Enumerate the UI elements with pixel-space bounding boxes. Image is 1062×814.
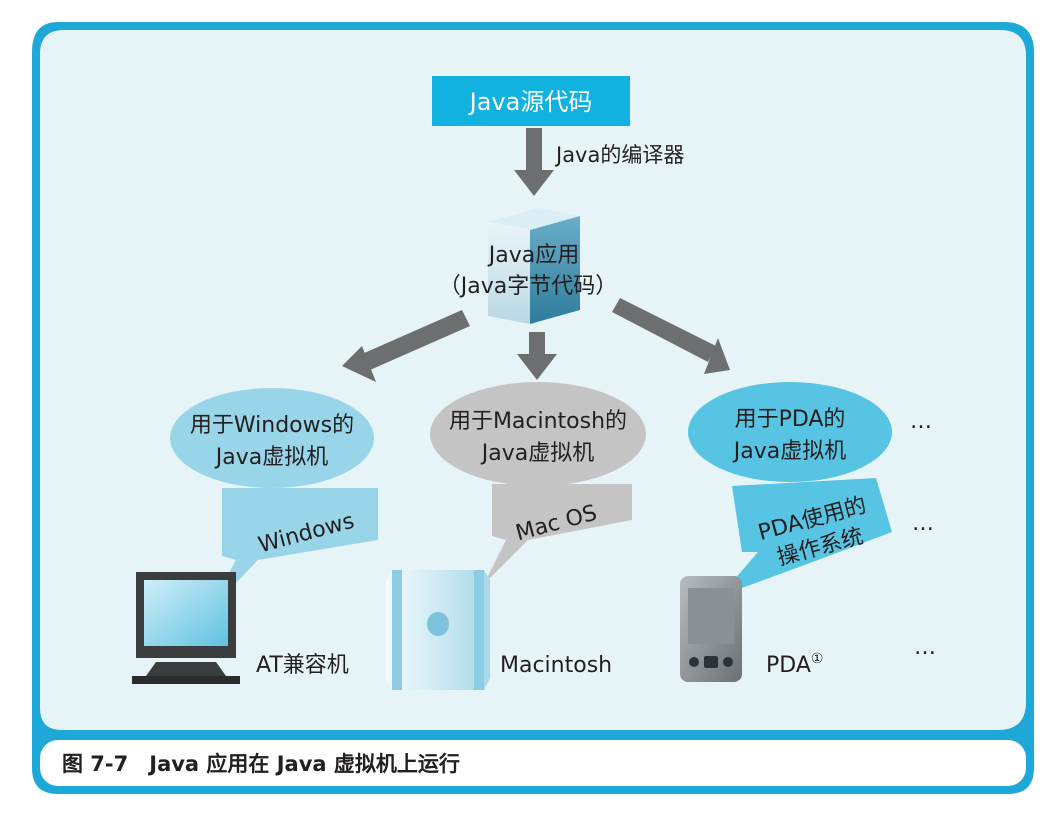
- branch-arrow-left: [342, 310, 470, 382]
- branch-arrow-center: [517, 332, 557, 380]
- ellipsis-vm: …: [910, 409, 932, 434]
- app-label-line2: （Java字节代码）: [439, 274, 617, 299]
- caption-bar: [40, 740, 1026, 786]
- pda-vm-line2: Java虚拟机: [732, 439, 846, 464]
- pda-os-callout: PDA使用的 操作系统: [720, 478, 892, 596]
- compile-arrow: [514, 128, 554, 196]
- macintosh-label: Macintosh: [500, 653, 612, 678]
- source-label: Java源代码: [468, 88, 593, 116]
- windows-vm-line1: 用于Windows的: [190, 413, 354, 438]
- mac-tower-icon: [386, 570, 490, 690]
- pda-vm-line1: 用于PDA的: [735, 407, 846, 432]
- mac-vm-line2: Java虚拟机: [480, 441, 594, 466]
- pda-icon: [680, 576, 742, 682]
- mac-vm-line1: 用于Macintosh的: [449, 409, 627, 434]
- at-compatible-label: AT兼容机: [256, 653, 349, 678]
- app-label-line1: Java应用: [487, 243, 579, 268]
- monitor-icon: [132, 572, 240, 684]
- compiler-label: Java的编译器: [554, 143, 684, 167]
- figure-caption: 图 7-7 Java 应用在 Java 虚拟机上运行: [62, 752, 460, 776]
- branch-arrow-right: [612, 298, 730, 374]
- pda-vm-bubble: 用于PDA的 Java虚拟机: [688, 382, 892, 482]
- apple-logo-icon: [427, 612, 449, 636]
- pda-footnote: ①: [811, 651, 824, 667]
- windows-vm-line2: Java虚拟机: [214, 445, 328, 470]
- windows-vm-bubble: 用于Windows的 Java虚拟机: [170, 388, 374, 488]
- ellipsis-device: …: [914, 635, 936, 660]
- java-app-cube-icon: [488, 208, 580, 324]
- mac-vm-bubble: 用于Macintosh的 Java虚拟机: [430, 382, 646, 486]
- source-box: Java源代码: [432, 76, 630, 126]
- pda-label: PDA①: [766, 651, 823, 678]
- ellipsis-os: …: [912, 511, 934, 536]
